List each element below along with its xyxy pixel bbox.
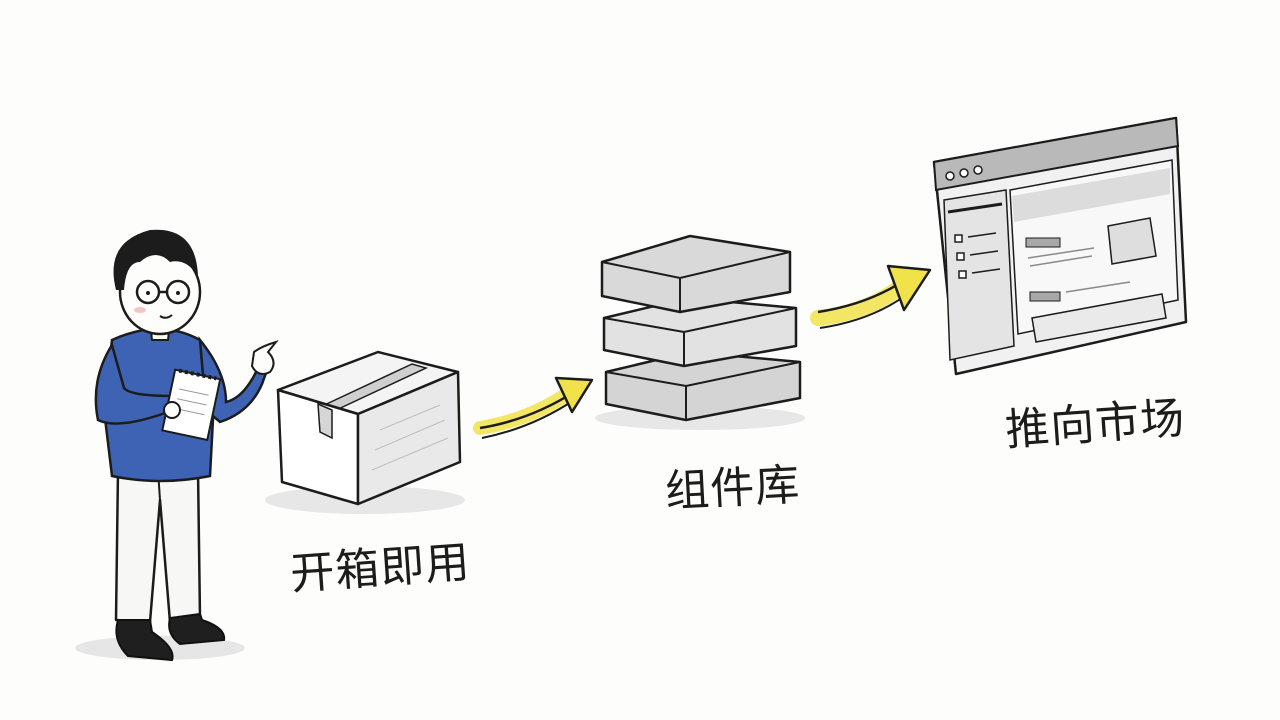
arrow-right-icon: [810, 264, 932, 329]
step-label-unbox: 开箱即用: [288, 536, 472, 601]
person-with-notepad-icon: [75, 229, 279, 662]
cardboard-box-icon: [265, 350, 465, 514]
step-label-component-library: 组件库: [663, 459, 802, 518]
stacked-blocks-icon: [595, 234, 805, 430]
step-label-go-to-market: 推向市场: [1003, 392, 1187, 457]
arrow-right-icon: [473, 376, 594, 439]
browser-window-icon: [932, 116, 1188, 376]
